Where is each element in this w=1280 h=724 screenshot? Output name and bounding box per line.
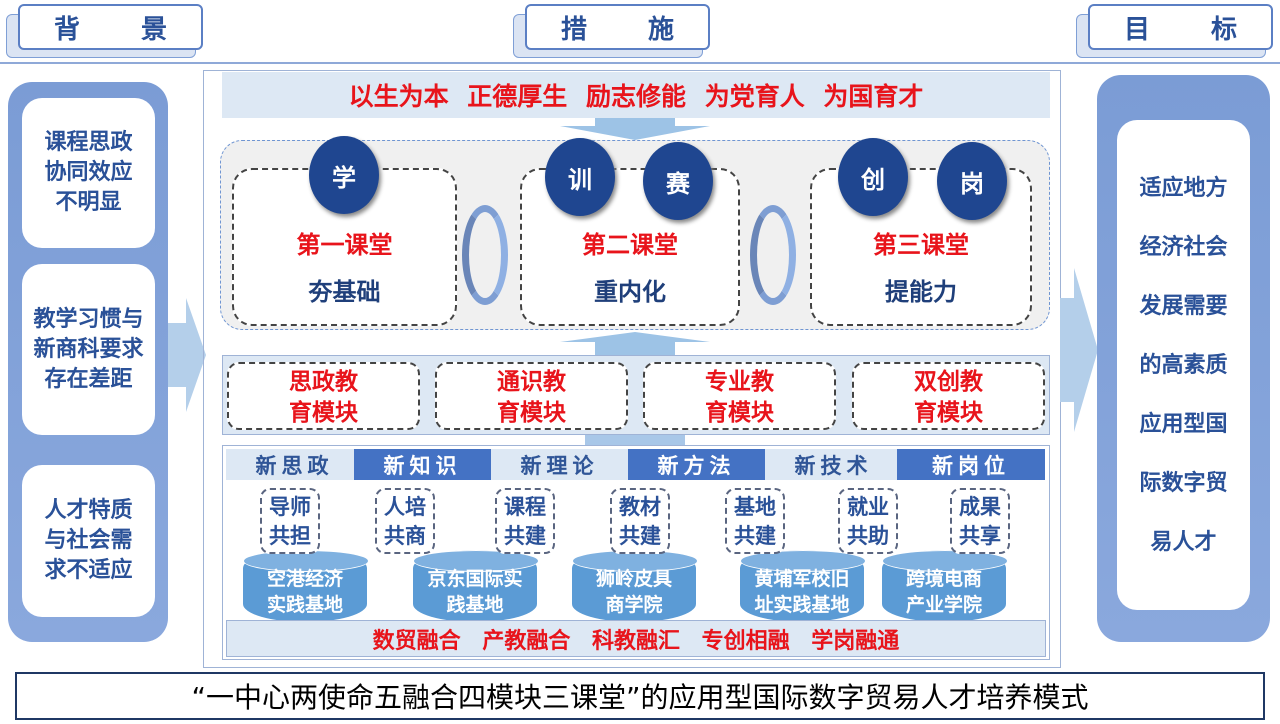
co-item: 人培共商 [375, 488, 435, 554]
background-panel: 课程思政协同效应不明显 教学习惯与新商科要求存在差距 人才特质与社会需求不适应 [8, 82, 168, 642]
up-arrow-icon [560, 332, 710, 356]
background-item: 教学习惯与新商科要求存在差距 [22, 264, 155, 435]
module-professional: 专业教育模块 [643, 362, 836, 430]
badge-post: 岗 [937, 142, 1007, 220]
module-innovation: 双创教育模块 [852, 362, 1045, 430]
module-ideology: 思政教育模块 [227, 362, 420, 430]
co-item: 成果共享 [950, 488, 1010, 554]
base-cylinder: 黄埔军校旧址实践基地 [740, 550, 866, 622]
badge-compete: 赛 [643, 142, 713, 220]
background-item: 课程思政协同效应不明显 [22, 98, 155, 248]
up-arrow-icon [585, 435, 685, 447]
right-arrow-icon [168, 298, 206, 412]
base-cylinder: 京东国际实践基地 [413, 550, 539, 622]
co-item: 教材共建 [610, 488, 670, 554]
goal-box: 适应地方 经济社会 发展需要 的高素质 应用型国 际数字贸 易人才 [1117, 120, 1250, 610]
co-item: 导师共担 [260, 488, 320, 554]
new-tab: 新方法 [628, 449, 765, 480]
classroom-1: 第一课堂夯基础 [232, 168, 457, 326]
new-tab: 新岗位 [897, 449, 1045, 480]
base-cylinder: 空港经济实践基地 [243, 550, 369, 622]
core-slogan: 以生为本 正德厚生 励志修能 为党育人 为国育才 [222, 72, 1050, 118]
diagram-title: “一中心两使命五融合四模块三课堂”的应用型国际数字贸易人才培养模式 [15, 672, 1265, 720]
base-cylinder: 狮岭皮具商学院 [572, 550, 698, 622]
base-cylinder: 跨境电商产业学院 [882, 550, 1008, 622]
header-background: 背 景 [6, 4, 208, 58]
new-tab: 新理论 [491, 449, 628, 480]
co-item: 就业共助 [838, 488, 898, 554]
header-divider [0, 62, 1280, 64]
badge-innovate: 创 [838, 138, 908, 216]
badge-study: 学 [309, 136, 379, 214]
new-tab: 新技术 [765, 449, 902, 480]
down-arrow-icon [560, 118, 710, 140]
integration-row: 数贸融合 产教融合 科教融汇 专创相融 学岗融通 [226, 620, 1046, 657]
badge-train: 训 [545, 138, 615, 216]
right-arrow-icon [1060, 268, 1098, 432]
cycle-arrows-icon [462, 205, 508, 305]
background-item: 人才特质与社会需求不适应 [22, 465, 155, 617]
co-item: 基地共建 [725, 488, 785, 554]
new-tab: 新知识 [354, 449, 491, 480]
co-item: 课程共建 [495, 488, 555, 554]
cycle-arrows-icon [750, 205, 796, 305]
module-general: 通识教育模块 [435, 362, 628, 430]
header-goals: 目 标 [1076, 4, 1278, 58]
goals-panel: 适应地方 经济社会 发展需要 的高素质 应用型国 际数字贸 易人才 [1097, 75, 1270, 642]
new-tab: 新思政 [226, 449, 363, 480]
header-measures: 措 施 [513, 4, 715, 58]
